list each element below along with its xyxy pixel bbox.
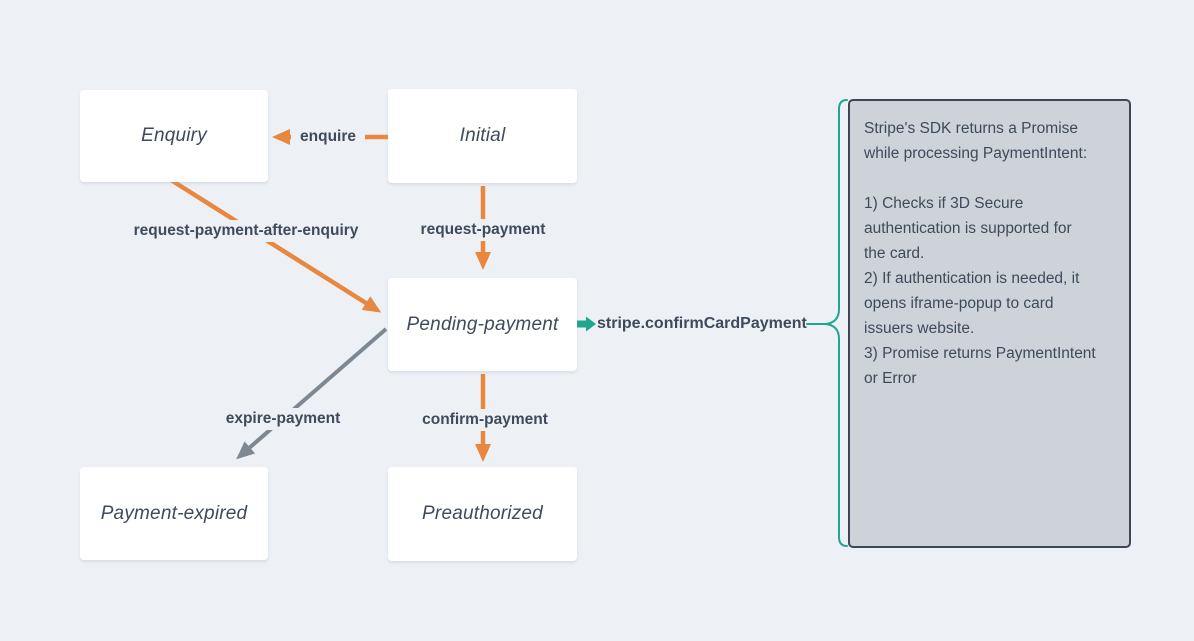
edge-label-enquire: enquire — [291, 126, 365, 148]
stripe-api-label: stripe.confirmCardPayment — [597, 315, 807, 332]
curly-brace — [806, 99, 848, 547]
node-pending-payment-label: Pending-payment — [406, 313, 559, 335]
edge-request-payment-after-enquiry-line — [169, 178, 382, 313]
node-initial-label: Initial — [459, 125, 506, 146]
node-payment-expired: Payment-expired — [80, 467, 268, 560]
node-preauthorized: Preauthorized — [388, 467, 577, 561]
edge-label-request-payment-after-enquiry: request-payment-after-enquiry — [124, 220, 368, 242]
note-panel-text: Stripe's SDK returns a Promise while pro… — [864, 120, 1096, 387]
edge-label-expire-payment: expire-payment — [216, 408, 350, 430]
edge-label-confirm-payment: confirm-payment — [413, 409, 557, 431]
note-panel: Stripe's SDK returns a Promise while pro… — [848, 99, 1131, 548]
node-payment-expired-label: Payment-expired — [100, 502, 248, 524]
edge-expire-payment-line — [236, 327, 388, 460]
node-enquiry: Enquiry — [80, 90, 268, 182]
edge-label-request-payment: request-payment — [411, 219, 555, 241]
node-pending-payment: Pending-payment — [388, 278, 577, 371]
teal-arrow-icon — [577, 316, 596, 332]
node-preauthorized-label: Preauthorized — [422, 503, 543, 524]
node-enquiry-label: Enquiry — [141, 125, 207, 146]
node-initial: Initial — [388, 89, 577, 183]
